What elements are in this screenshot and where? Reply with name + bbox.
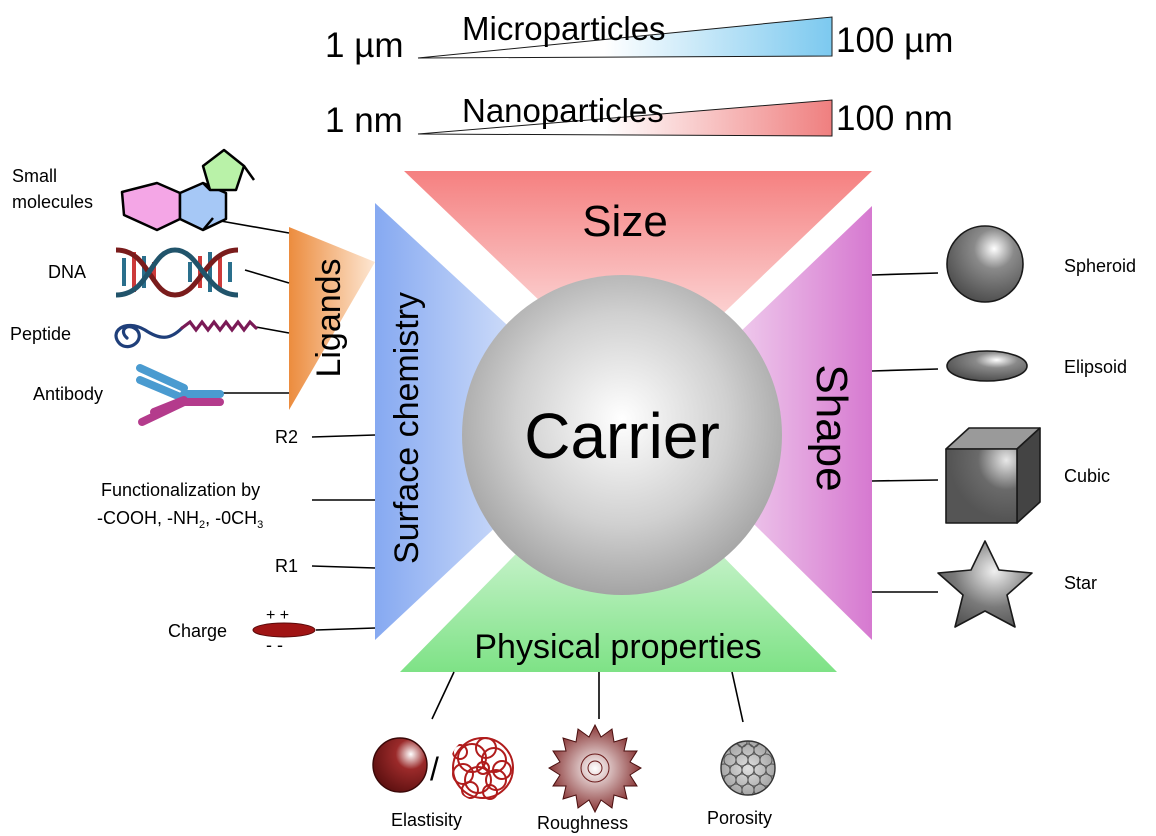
nanoparticle-wedge <box>417 99 833 137</box>
surface-connectors <box>311 434 376 631</box>
functionalization-label-line2: -COOH, -NH2, -0CH3 <box>97 508 263 531</box>
elipsoid-label: Elipsoid <box>1064 357 1127 377</box>
dna-label: DNA <box>48 262 86 282</box>
porosity-label: Porosity <box>707 808 772 828</box>
small-molecules-label-line1: Small <box>12 166 57 186</box>
micro-min-label: 1 µm <box>325 26 404 65</box>
porous-sphere-icon <box>720 740 776 796</box>
shape-label: Shape <box>807 364 856 491</box>
charge-minus-signs: - - <box>266 635 283 655</box>
carrier-label: Carrier <box>524 400 720 472</box>
star-icon <box>937 540 1033 628</box>
microparticle-wedge <box>417 16 833 59</box>
antibody-label: Antibody <box>33 384 103 404</box>
micro-title: Microparticles <box>462 10 666 47</box>
shape-connectors <box>871 272 939 593</box>
roughness-label: Roughness <box>537 813 628 833</box>
charge-label: Charge <box>168 621 227 641</box>
dna-helix-icon <box>115 247 239 298</box>
nano-title: Nanoparticles <box>462 92 664 129</box>
ligand-connectors <box>214 219 290 394</box>
charged-particle-icon <box>252 622 316 638</box>
elastic-sphere-icon <box>372 737 514 800</box>
small-molecules-label-line2: molecules <box>12 192 93 212</box>
surface-chemistry-label: Surface chemistry <box>388 292 426 564</box>
microparticle-scale: 1 µm Microparticles 100 µm <box>325 10 953 65</box>
elasticity-separator: / <box>430 751 439 787</box>
charge-plus-signs: + + <box>266 607 289 624</box>
sphere-icon <box>946 225 1024 303</box>
functionalization-label-line1: Functionalization by <box>101 480 260 500</box>
r1-label: R1 <box>275 556 298 576</box>
star-label: Star <box>1064 573 1097 593</box>
carrier-sphere <box>462 275 782 595</box>
cubic-label: Cubic <box>1064 466 1110 486</box>
micro-max-label: 100 µm <box>836 21 953 60</box>
rough-particle-icon <box>548 723 642 814</box>
ligands-label: Ligands <box>310 258 348 377</box>
peptide-label: Peptide <box>10 324 71 344</box>
molecule-structure-icon <box>120 148 256 232</box>
nano-min-label: 1 nm <box>325 101 403 140</box>
r2-label: R2 <box>275 427 298 447</box>
peptide-chain-icon <box>114 319 258 349</box>
ellipsoid-icon <box>946 350 1028 382</box>
elasticity-label: Elastisity <box>391 810 462 830</box>
physical-connectors <box>431 671 744 723</box>
antibody-icon <box>136 364 224 426</box>
nano-max-label: 100 nm <box>836 99 953 138</box>
cube-icon <box>945 427 1041 524</box>
nanoparticle-scale: 1 nm Nanoparticles 100 nm <box>325 92 953 140</box>
physical-properties-label: Physical properties <box>474 628 761 666</box>
ligands-sector <box>289 227 375 410</box>
size-label: Size <box>582 197 668 246</box>
spheroid-label: Spheroid <box>1064 256 1136 276</box>
